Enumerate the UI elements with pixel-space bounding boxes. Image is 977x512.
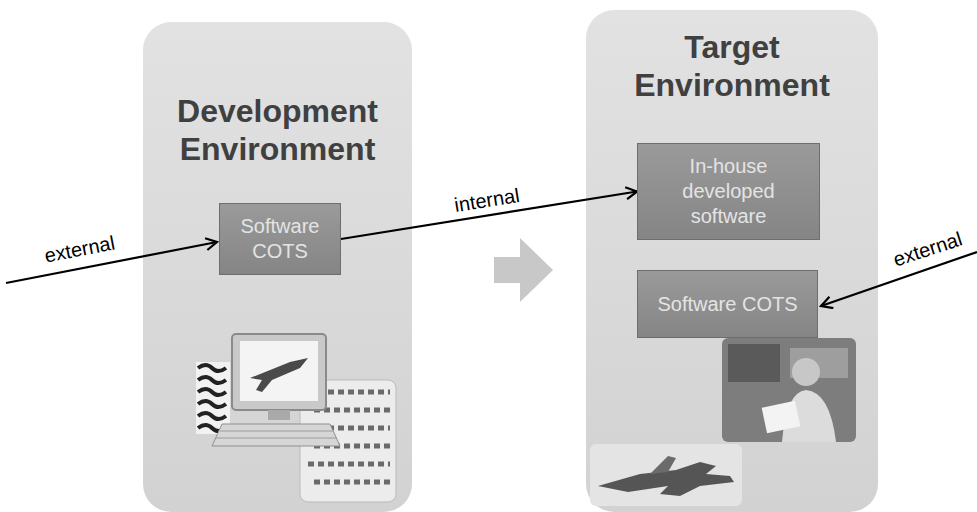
text-holder: In-house developed software <box>646 154 811 229</box>
arrow-label: external <box>890 227 965 272</box>
box-label: Software COTS <box>657 292 797 317</box>
software-box: Software COTS <box>219 203 341 275</box>
software-box: In-house developed software <box>637 143 820 240</box>
environment-title: Target Environment <box>612 28 852 104</box>
software-box: Software COTS <box>637 270 818 338</box>
jet-photo <box>590 444 742 506</box>
text-holder: Software COTS <box>657 292 797 317</box>
technician-photo <box>722 338 856 442</box>
transition-arrow <box>494 238 553 302</box>
text-holder: Software COTS <box>228 214 332 264</box>
box-label: Software COTS <box>228 214 332 264</box>
environment-title: Development Environment <box>158 92 398 168</box>
arrow-label: external <box>43 230 117 267</box>
box-label: In-house developed software <box>646 154 811 229</box>
